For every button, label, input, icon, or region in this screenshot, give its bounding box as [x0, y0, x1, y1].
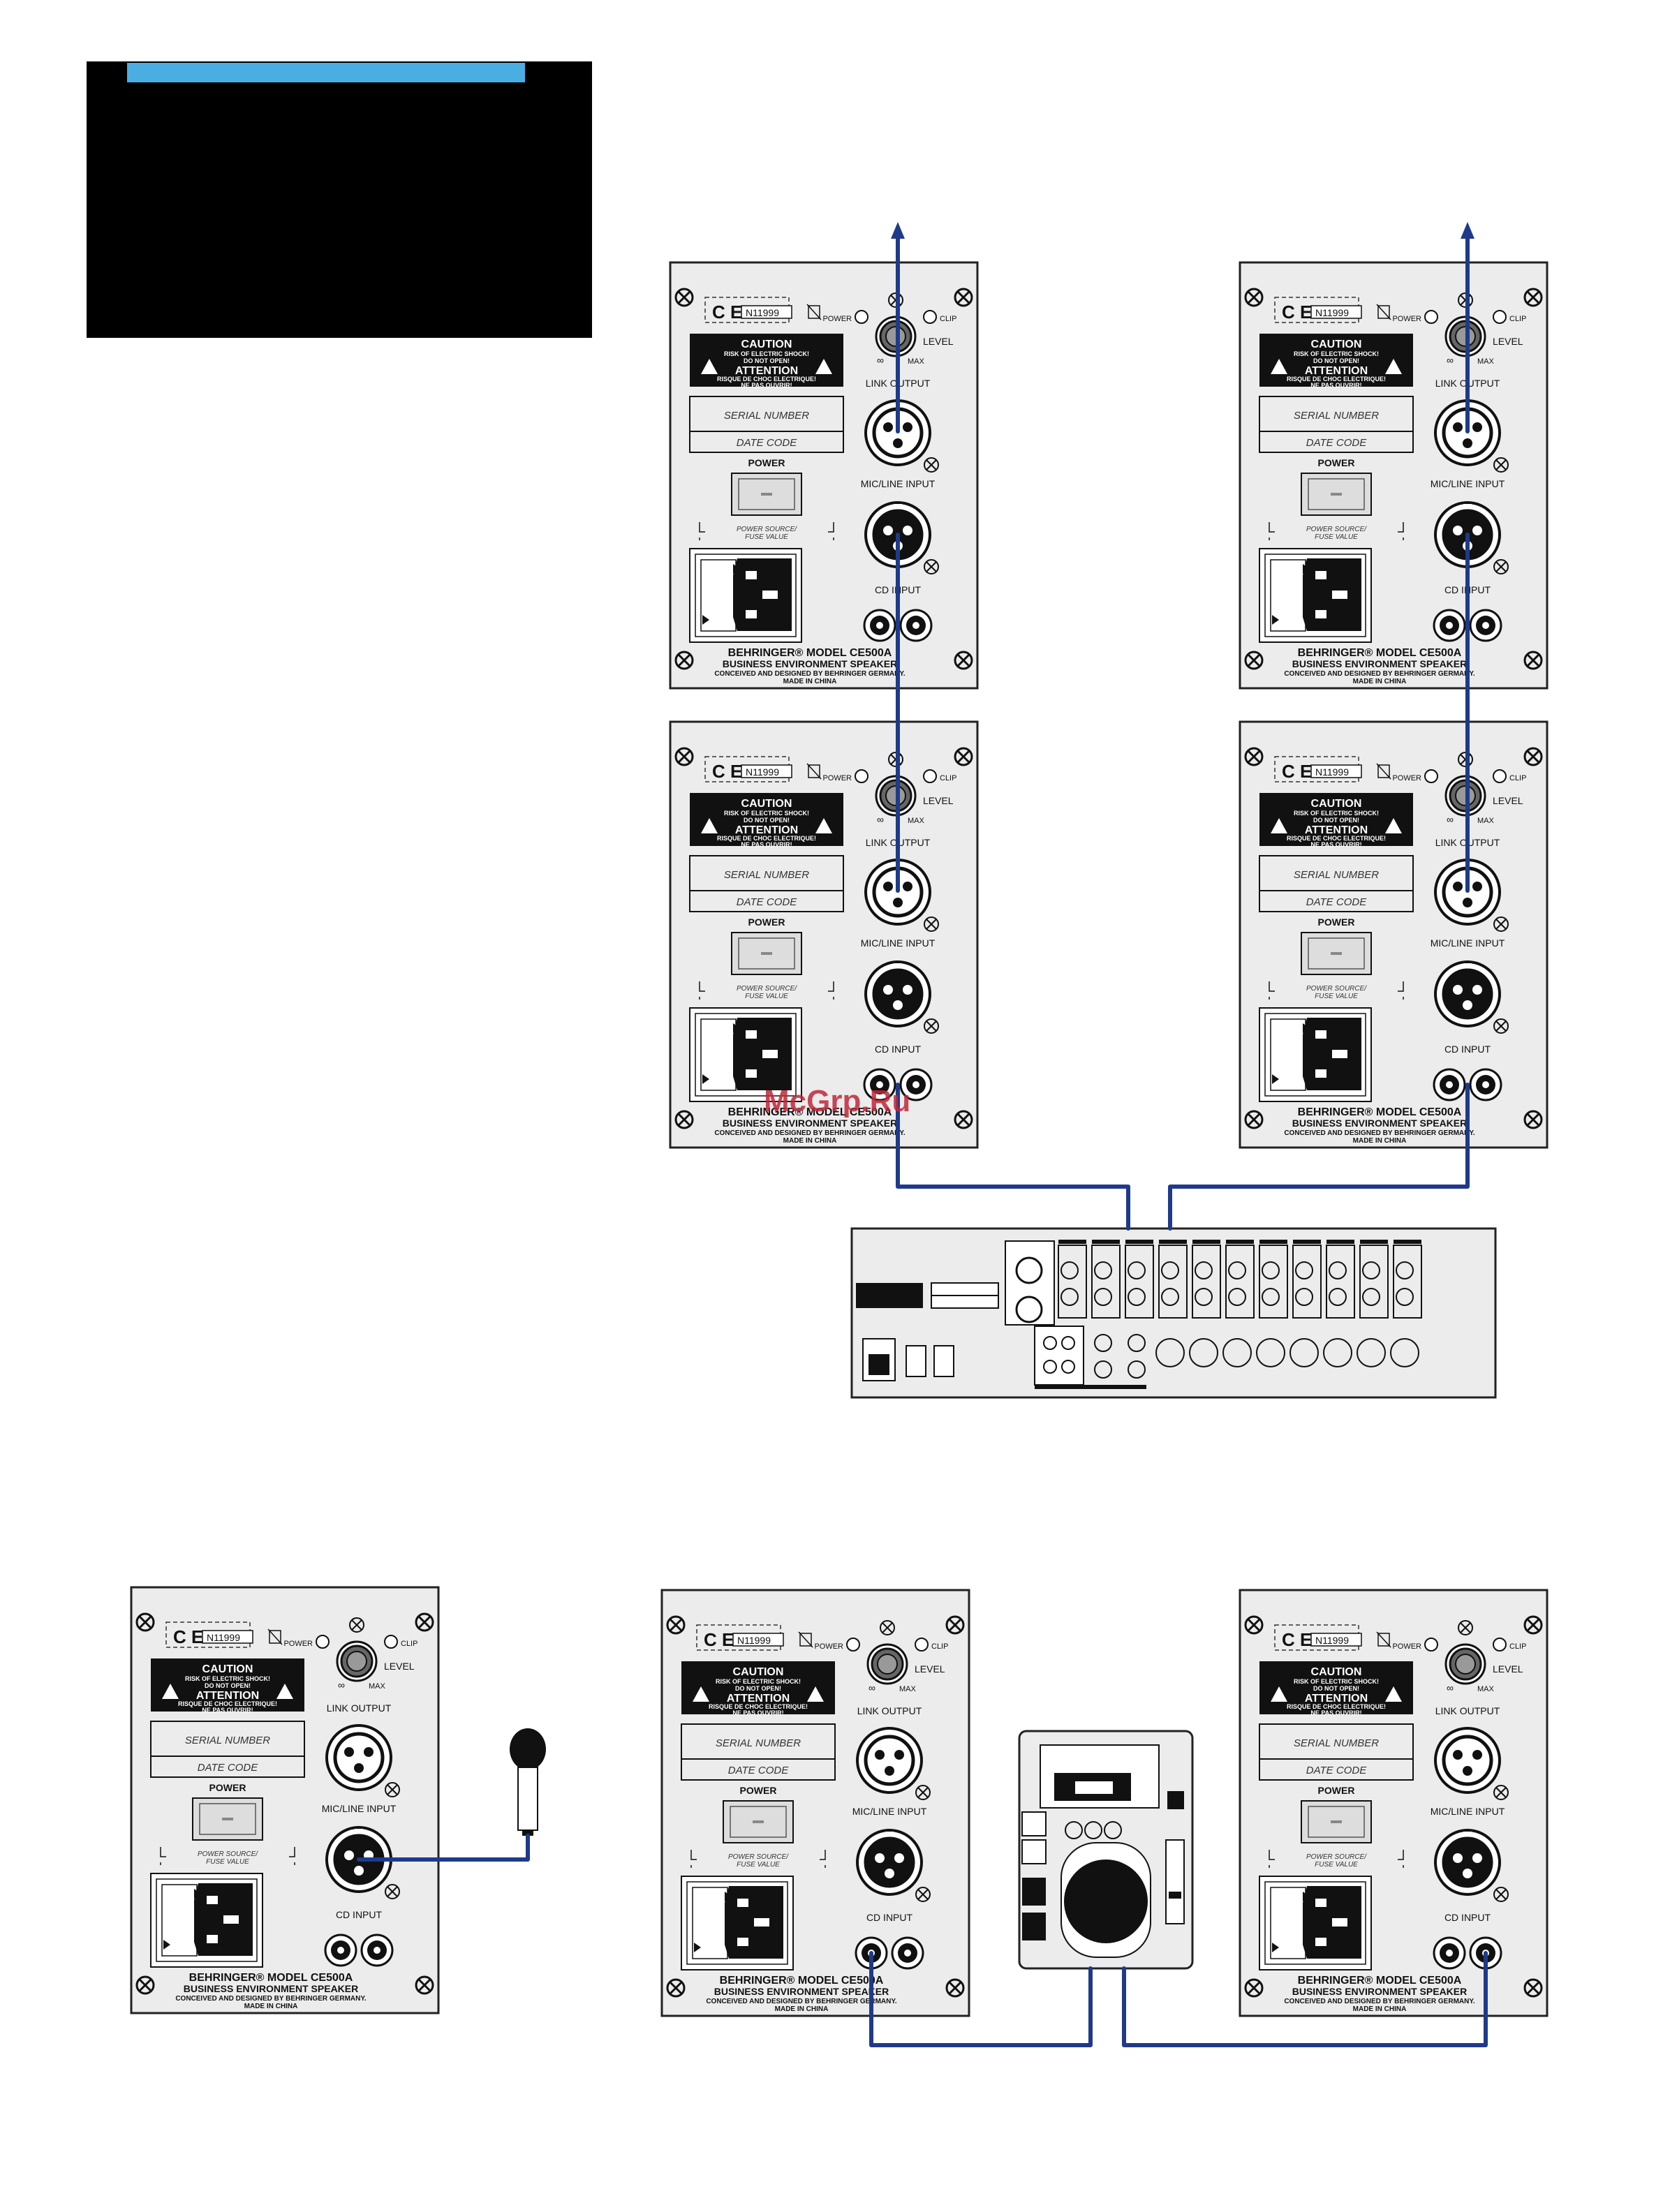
speaker-panel-bottom-right	[1240, 1590, 1547, 2016]
title-accent-bar	[127, 63, 525, 82]
cable-mic-to-speaker	[357, 1834, 530, 1862]
cable-mixer-to-left	[896, 1083, 1130, 1231]
mixer-rear-panel	[850, 1227, 1497, 1399]
cable-mixer-to-right	[1168, 1083, 1470, 1231]
speaker-panel-mid-right	[1240, 722, 1547, 1148]
title-box	[87, 61, 592, 338]
microphone	[510, 1728, 546, 1836]
arrow-up-left	[891, 222, 905, 239]
cable-cd-to-right	[1122, 1951, 1488, 2047]
arrow-up-right	[1461, 222, 1474, 239]
cable-cd-to-left	[869, 1951, 1093, 2047]
cd-player-device	[1018, 1730, 1194, 1970]
speaker-panel-bottom-mic	[131, 1587, 438, 2013]
speaker-panel-bottom-left	[662, 1590, 969, 2016]
watermark-text: McGrp.Ru	[764, 1084, 910, 1118]
speaker-panel-top-left	[670, 262, 977, 688]
speaker-panel-top-right	[1240, 262, 1547, 688]
